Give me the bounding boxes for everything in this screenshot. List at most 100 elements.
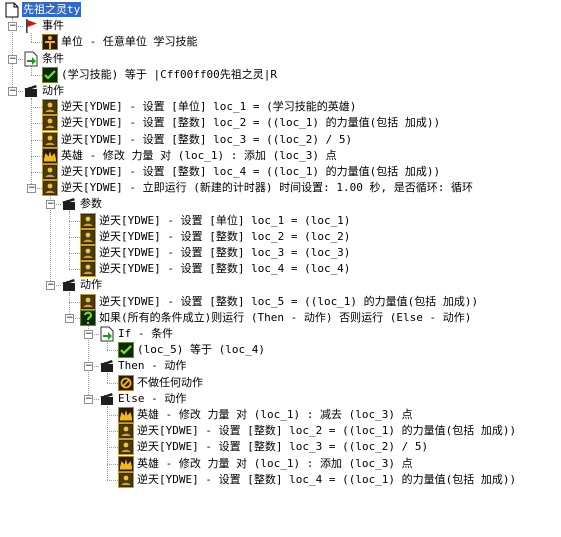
- tree-connector-line: [69, 317, 80, 319]
- tree-node-label[interactable]: 逆天[YDWE] - 设置 [整数] loc_4 = (loc_4): [99, 262, 351, 276]
- collapse-toggle[interactable]: −: [8, 21, 17, 32]
- collapse-toggle[interactable]: −: [84, 329, 93, 339]
- ydwe-action-icon: [42, 180, 58, 197]
- hero-crown-icon: [42, 147, 58, 164]
- collapse-toggle[interactable]: −: [65, 312, 74, 323]
- tree-node-label[interactable]: 动作: [80, 278, 102, 292]
- ydwe-action-icon: [80, 261, 96, 278]
- tree-node-label[interactable]: 逆天[YDWE] - 设置 [整数] loc_2 = ((loc_1) 的力量值…: [61, 116, 441, 130]
- collapse-toggle[interactable]: −: [27, 183, 36, 194]
- tree-connector-line: [107, 479, 118, 481]
- ydwe-action-icon: [42, 99, 58, 116]
- collapse-toggle[interactable]: −: [46, 280, 55, 291]
- tree-node-label[interactable]: 逆天[YDWE] - 设置 [整数] loc_3 = ((loc_2) / 5): [137, 440, 429, 454]
- tree-node-label[interactable]: 英雄 - 修改 力量 对 (loc_1) : 添加 (loc_3) 点: [61, 148, 337, 162]
- tree-node-label[interactable]: 不做任何动作: [137, 375, 203, 389]
- tree-connector-line: [50, 204, 61, 206]
- tree-connector-line: [88, 324, 89, 399]
- green-check-icon: [42, 66, 58, 83]
- clapboard-icon: [61, 196, 77, 212]
- tree-connector-line: [107, 382, 118, 384]
- tree-node-label[interactable]: 逆天[YDWE] - 设置 [整数] loc_4 = ((loc_1) 的力量值…: [61, 165, 441, 178]
- tree-node-label[interactable]: 逆天[YDWE] - 设置 [整数] loc_5 = ((loc_1) 的力量值…: [99, 294, 479, 308]
- collapse-toggle[interactable]: −: [84, 361, 93, 372]
- green-if-icon: [80, 309, 96, 326]
- nothing-action-icon: [118, 374, 134, 391]
- tree-node-label[interactable]: 事件: [42, 19, 64, 33]
- tree-node-label[interactable]: 条件: [42, 51, 64, 65]
- tree-connector-line: [31, 107, 42, 109]
- ydwe-action-icon: [42, 131, 58, 148]
- clapboard-icon: [61, 277, 77, 293]
- ydwe-action-icon: [118, 423, 134, 440]
- clapboard-icon: [23, 83, 39, 99]
- tree-node-label[interactable]: 英雄 - 修改 力量 对 (loc_1) : 减去 (loc_3) 点: [137, 408, 413, 421]
- green-check-icon: [118, 342, 134, 359]
- clapboard-icon: [99, 358, 115, 374]
- tree-node-label[interactable]: Else - 动作: [118, 391, 187, 405]
- collapse-toggle[interactable]: −: [46, 199, 55, 210]
- ydwe-action-icon: [118, 439, 134, 456]
- ydwe-action-icon: [80, 293, 96, 310]
- hero-crown-icon: [118, 407, 134, 423]
- tree-node-label[interactable]: 逆天[YDWE] - 设置 [整数] loc_2 = (loc_2): [99, 229, 351, 243]
- condition-icon: [23, 51, 39, 67]
- tree-node-label[interactable]: Then - 动作: [118, 359, 187, 373]
- tree-connector-line: [31, 42, 42, 44]
- tree-connector-line: [69, 269, 80, 271]
- tree-node-label[interactable]: 如果(所有的条件成立)则运行 (Then - 动作) 否则运行 (Else - …: [99, 310, 472, 324]
- tree-node-label[interactable]: (学习技能) 等于 |Cff00ff00先祖之灵|R: [61, 67, 277, 81]
- tree-connector-line: [12, 26, 23, 28]
- tree-node-label[interactable]: (loc_5) 等于 (loc_4): [137, 343, 265, 357]
- collapse-toggle[interactable]: −: [84, 393, 93, 404]
- tree-connector-line: [69, 301, 80, 303]
- tree-connector-line: [31, 155, 42, 157]
- red-flag-icon: [23, 18, 39, 34]
- tree-connector-line: [12, 91, 23, 92]
- tree-node-label[interactable]: 逆天[YDWE] - 设置 [整数] loc_2 = ((loc_1) 的力量值…: [137, 424, 517, 438]
- ydwe-action-icon: [80, 212, 96, 229]
- tree-connector-line: [88, 334, 99, 335]
- tree-node-label[interactable]: 参数: [80, 197, 102, 211]
- ydwe-action-icon: [80, 245, 96, 261]
- tree-connector-line: [69, 292, 70, 318]
- document-icon: [4, 2, 20, 18]
- tree-connector-line: [31, 139, 42, 141]
- tree-node-label[interactable]: 逆天[YDWE] - 设置 [整数] loc_4 = ((loc_1) 的力量值…: [137, 472, 517, 486]
- ydwe-action-icon: [42, 164, 58, 180]
- hero-crown-icon: [118, 455, 134, 472]
- tree-connector-line: [31, 172, 42, 173]
- tree-node-label[interactable]: 逆天[YDWE] - 立即运行 (新建的计时器) 时间设置: 1.00 秒, 是…: [61, 181, 473, 195]
- tree-node-label[interactable]: 英雄 - 修改 力量 对 (loc_1) : 添加 (loc_3) 点: [137, 456, 413, 470]
- tree-node-label[interactable]: 动作: [42, 84, 64, 97]
- tree-connector-line: [31, 98, 32, 189]
- tree-connector-line: [107, 373, 108, 383]
- collapse-toggle[interactable]: −: [8, 86, 17, 96]
- tree-connector-line: [69, 236, 80, 238]
- tree-node-label[interactable]: 逆天[YDWE] - 设置 [单位] loc_1 = (loc_1): [99, 213, 351, 227]
- tree-connector-line: [107, 463, 118, 465]
- tree-node-label[interactable]: 单位 - 任意单位 学习技能: [61, 35, 198, 49]
- tree-connector-line: [31, 33, 32, 43]
- tree-connector-line: [12, 58, 23, 60]
- condition-icon: [99, 326, 115, 342]
- tree-connector-line: [31, 74, 42, 76]
- tree-node-label[interactable]: 先祖之灵ty: [22, 2, 82, 17]
- tree-connector-line: [107, 415, 118, 416]
- tree-connector-line: [50, 285, 61, 287]
- tree-connector-line: [107, 405, 108, 480]
- tree-connector-line: [69, 211, 70, 270]
- tree-node-label[interactable]: 逆天[YDWE] - 设置 [整数] loc_3 = ((loc_2) / 5): [61, 132, 353, 146]
- ydwe-action-icon: [42, 115, 58, 132]
- tree-node-label[interactable]: If - 条件: [118, 327, 174, 340]
- tree-connector-line: [88, 398, 99, 400]
- tree-connector-line: [31, 123, 42, 125]
- tree-connector-line: [12, 17, 13, 91]
- tree-node-label[interactable]: 逆天[YDWE] - 设置 [单位] loc_1 = (学习技能的英雄): [61, 100, 357, 114]
- collapse-toggle[interactable]: −: [8, 53, 17, 64]
- tree-connector-line: [31, 188, 42, 190]
- ydwe-action-icon: [80, 228, 96, 245]
- tree-node-label[interactable]: 逆天[YDWE] - 设置 [整数] loc_3 = (loc_3): [99, 246, 351, 259]
- tree-connector-line: [50, 195, 51, 286]
